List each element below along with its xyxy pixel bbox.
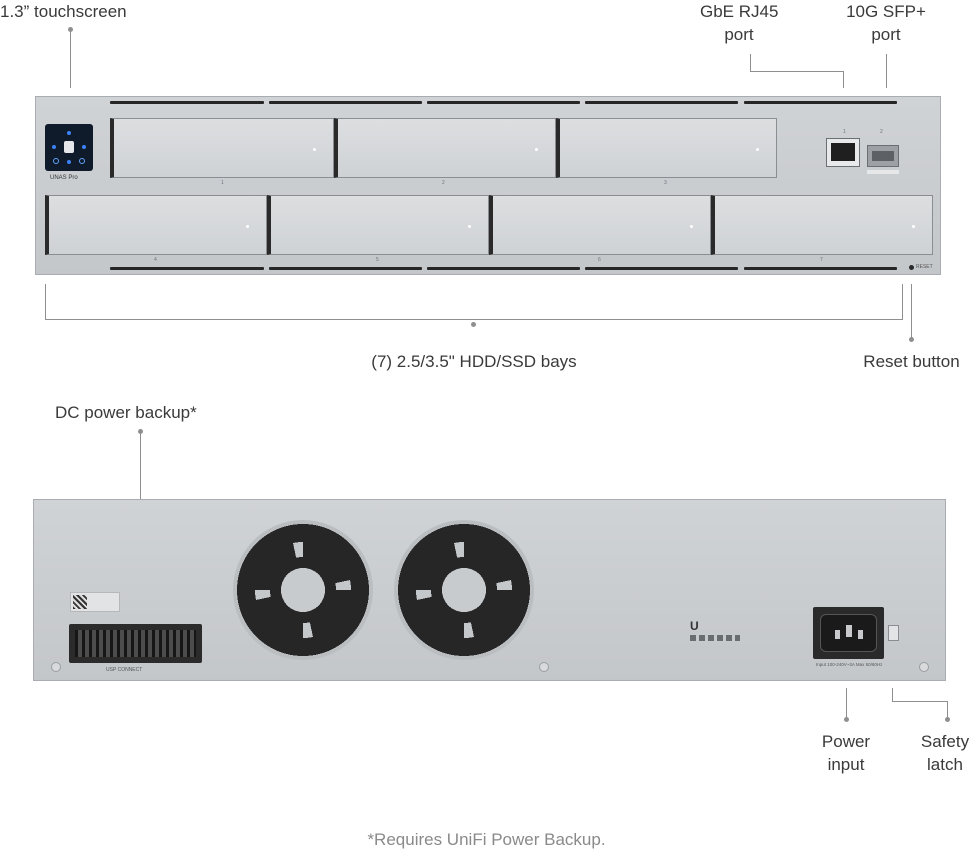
bay-number-5: 5 [376, 257, 379, 263]
port-number-2: 2 [880, 129, 883, 135]
bay-number-1: 1 [221, 180, 224, 186]
reset-callout: Reset button [863, 352, 960, 371]
vent-bottom-3 [427, 267, 580, 270]
serial-label [70, 592, 120, 612]
latch-leader-dot [945, 717, 950, 722]
latch-callout: Safety latch [906, 730, 973, 776]
latch-leader-c [947, 701, 948, 719]
vent-top-5 [744, 101, 897, 104]
sfp-callout: 10G SFP+ port [842, 0, 930, 46]
drive-bay-1[interactable] [110, 118, 334, 178]
power-rating-label: Input 100-240V~3A Max 50/60Hz [816, 662, 883, 667]
rear-panel: USP CONNECT U Input 100-240V~3A Max 50/6… [33, 499, 946, 681]
latch-callout-line1: Safety [920, 732, 970, 751]
reset-label: RESET [916, 264, 933, 270]
drive-bay-5[interactable] [267, 195, 489, 255]
sfp-callout-line2: port [871, 25, 901, 44]
drive-bay-4[interactable] [45, 195, 267, 255]
bays-bracket-right [902, 284, 903, 320]
brand-label: UNAS Pro [50, 175, 78, 181]
power-callout-line1: Power [821, 732, 871, 751]
touchscreen-callout: 1.3” touchscreen [0, 2, 127, 21]
vent-top-3 [427, 101, 580, 104]
rj45-leader-b [750, 71, 844, 72]
rj45-callout-line1: GbE RJ45 [700, 2, 779, 21]
bay-3-led [756, 148, 759, 151]
rj45-port-icon[interactable] [826, 138, 860, 167]
touchscreen-leader [70, 30, 71, 88]
bays-leader-dot [471, 322, 476, 327]
bay-2-led [535, 148, 538, 151]
regulatory-marks [690, 635, 740, 641]
fan-grille-icon [233, 520, 373, 660]
vent-bottom-2 [269, 267, 422, 270]
bays-bracket-bottom [45, 319, 903, 320]
touchscreen-leader-dot [68, 27, 73, 32]
sfp-leader [886, 54, 887, 88]
power-pin-left [835, 630, 840, 639]
touchscreen-display-icon[interactable] [45, 124, 93, 171]
power-callout-line2: input [827, 755, 865, 774]
power-pin-right [858, 630, 863, 639]
vent-top-4 [585, 101, 738, 104]
usp-pins [75, 630, 196, 657]
sfp-callout-line1: 10G SFP+ [846, 2, 926, 21]
qr-code [73, 595, 87, 609]
iec-power-socket-icon[interactable] [813, 607, 884, 659]
latch-leader-b [892, 701, 948, 702]
power-leader [846, 688, 847, 720]
bay-1-led [313, 148, 316, 151]
bays-bracket-left [45, 284, 46, 320]
bays-callout: (7) 2.5/3.5" HDD/SSD bays [371, 352, 577, 371]
bay-4-led [246, 225, 249, 228]
drive-bay-6[interactable] [489, 195, 711, 255]
latch-callout-line2: latch [927, 755, 963, 774]
rj45-callout-line2: port [724, 25, 754, 44]
reset-leader-dot [909, 337, 914, 342]
bay-7-led [912, 225, 915, 228]
power-socket-inner [820, 614, 877, 652]
drive-bay-2[interactable] [334, 118, 556, 178]
bay-number-4: 4 [154, 257, 157, 263]
footnote: *Requires UniFi Power Backup. [367, 830, 606, 849]
vent-top-1 [110, 101, 264, 104]
dc-backup-leader-dot [138, 429, 143, 434]
fan-grille-icon [394, 520, 534, 660]
dc-backup-callout: DC power backup* [55, 403, 197, 422]
usp-connect-port[interactable] [69, 624, 202, 663]
usp-connect-label: USP CONNECT [106, 667, 143, 673]
sfp-label-strip [867, 170, 899, 174]
rj45-leader-c [843, 71, 844, 88]
bay-5-led [468, 225, 471, 228]
bay-number-2: 2 [442, 180, 445, 186]
bay-number-3: 3 [664, 180, 667, 186]
vent-bottom-1 [110, 267, 264, 270]
screw-right [919, 662, 929, 672]
rj45-socket [831, 143, 855, 161]
drive-bay-3[interactable] [556, 118, 777, 178]
screw-middle [539, 662, 549, 672]
latch-leader-a [892, 688, 893, 702]
drive-bay-7[interactable] [711, 195, 933, 255]
safety-latch-icon[interactable] [888, 625, 899, 641]
bay-number-6: 6 [598, 257, 601, 263]
bay-6-led [690, 225, 693, 228]
ubiquiti-logo-icon: U [690, 619, 699, 633]
vent-bottom-5 [744, 267, 897, 270]
sfp-port-icon[interactable] [867, 145, 899, 167]
bay-number-7: 7 [820, 257, 823, 263]
screw-left [51, 662, 61, 672]
reset-button[interactable] [909, 265, 914, 270]
power-callout: Power input [810, 730, 882, 776]
front-panel: UNAS Pro 1 2 3 4 5 6 7 1 2 RESET [35, 96, 941, 275]
vent-top-2 [269, 101, 422, 104]
rj45-callout: GbE RJ45 port [700, 0, 778, 46]
reset-leader [911, 284, 912, 340]
rj45-leader-a [750, 54, 751, 72]
vent-bottom-4 [585, 267, 738, 270]
power-leader-dot [844, 717, 849, 722]
sfp-cage [872, 151, 894, 161]
port-number-1: 1 [843, 129, 846, 135]
power-pin-center [846, 625, 852, 637]
